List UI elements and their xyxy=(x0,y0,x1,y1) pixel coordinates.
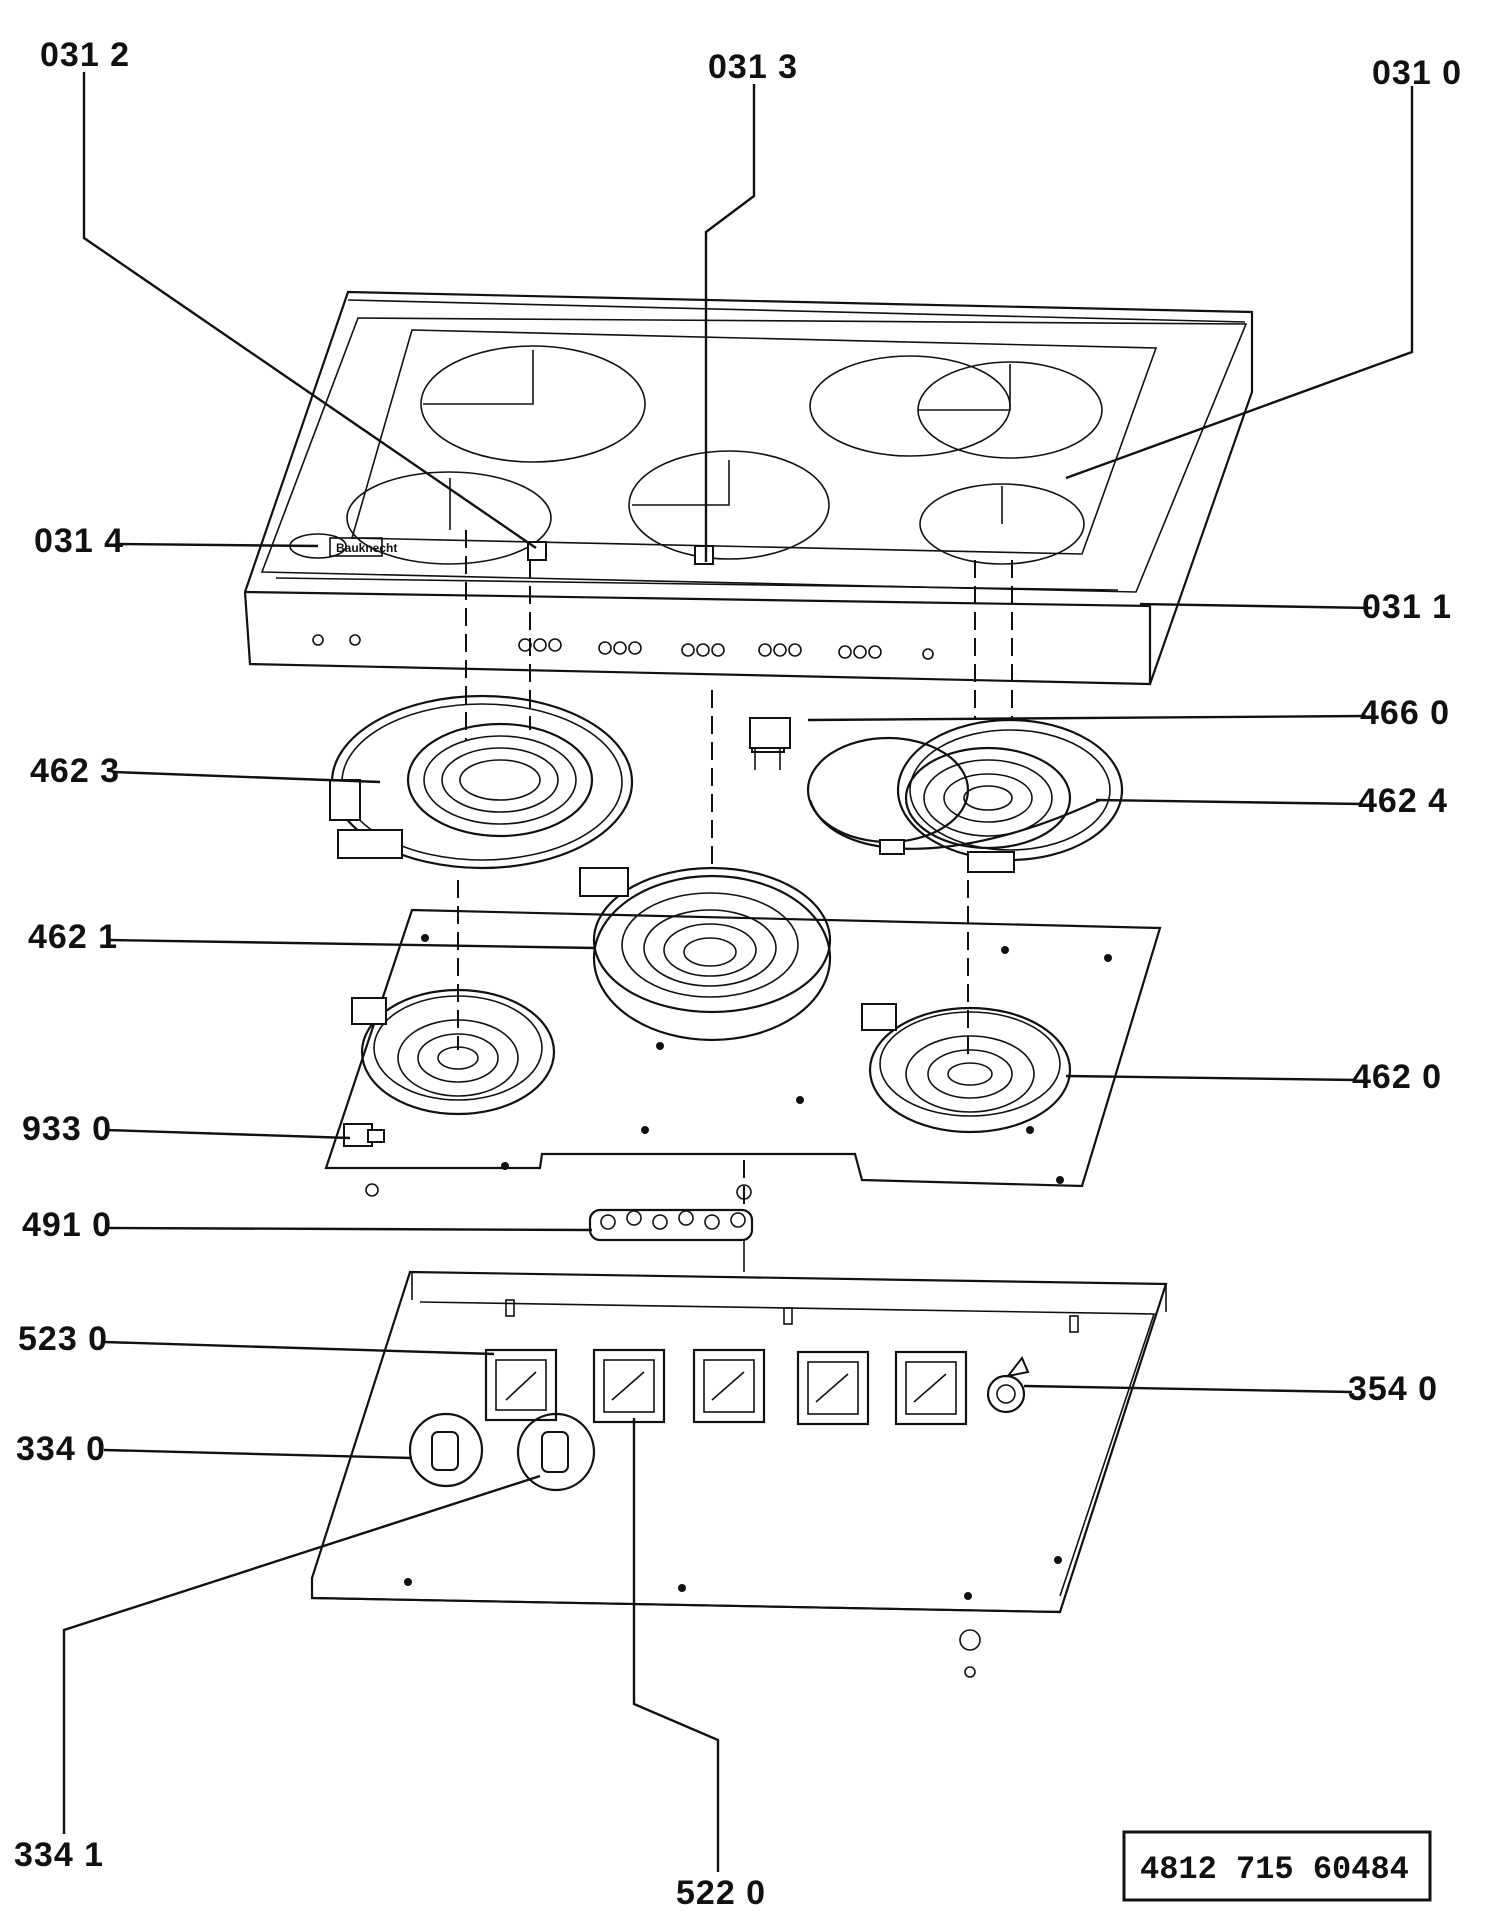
label-334-0: 334 0 xyxy=(16,1430,106,1468)
heating-element-462-2 xyxy=(351,988,556,1116)
brand-badge-text: Bauknecht xyxy=(336,541,397,555)
label-031-3: 031 3 xyxy=(708,48,798,86)
label-523-0: 523 0 xyxy=(18,1320,108,1358)
thermal-limiter-933-0 xyxy=(343,1123,385,1147)
label-466-0: 466 0 xyxy=(1360,694,1450,732)
switch-523-0 xyxy=(484,1348,558,1422)
switch-4 xyxy=(796,1350,870,1426)
control-panel xyxy=(310,1270,1168,1614)
label-491-0: 491 0 xyxy=(22,1206,112,1244)
alignment-lines xyxy=(457,530,1013,1210)
label-031-2: 031 2 xyxy=(40,36,130,74)
label-031-4: 031 4 xyxy=(34,522,124,560)
knob-334-0 xyxy=(408,1412,484,1488)
label-354-0: 354 0 xyxy=(1348,1370,1438,1408)
heating-element-462-0 xyxy=(861,1003,1072,1134)
label-933-0: 933 0 xyxy=(22,1110,112,1148)
cooktop-top-panel: Bauknecht xyxy=(243,290,1254,686)
heating-element-462-3 xyxy=(329,694,634,870)
label-462-0: 462 0 xyxy=(1352,1058,1442,1096)
part-labels: 031 2 031 3 031 0 031 4 031 1 466 0 462 … xyxy=(14,36,1462,1912)
switch-5 xyxy=(894,1350,968,1426)
terminal-block-491-0 xyxy=(588,1184,754,1272)
screw-bottom xyxy=(365,1183,981,1678)
clip-466-0 xyxy=(749,717,791,770)
label-522-0: 522 0 xyxy=(676,1874,766,1912)
catalog-number-box: 4812 715 60484 xyxy=(1122,1830,1432,1902)
pilot-lamp-354-0 xyxy=(986,1356,1030,1414)
switch-3 xyxy=(692,1348,766,1424)
label-031-0: 031 0 xyxy=(1372,54,1462,92)
leader-lines xyxy=(62,72,1414,1872)
switch-522-0 xyxy=(592,1348,666,1424)
label-462-4: 462 4 xyxy=(1358,782,1448,820)
heating-element-462-1 xyxy=(579,866,832,1042)
knob-334-1 xyxy=(516,1412,596,1492)
label-031-1: 031 1 xyxy=(1362,588,1452,626)
catalog-number: 4812 715 60484 xyxy=(1140,1851,1409,1888)
label-462-3: 462 3 xyxy=(30,752,120,790)
label-462-1: 462 1 xyxy=(28,918,118,956)
support-plate xyxy=(324,908,1162,1188)
label-334-1: 334 1 xyxy=(14,1836,104,1874)
heating-element-462-4 xyxy=(751,717,1124,873)
